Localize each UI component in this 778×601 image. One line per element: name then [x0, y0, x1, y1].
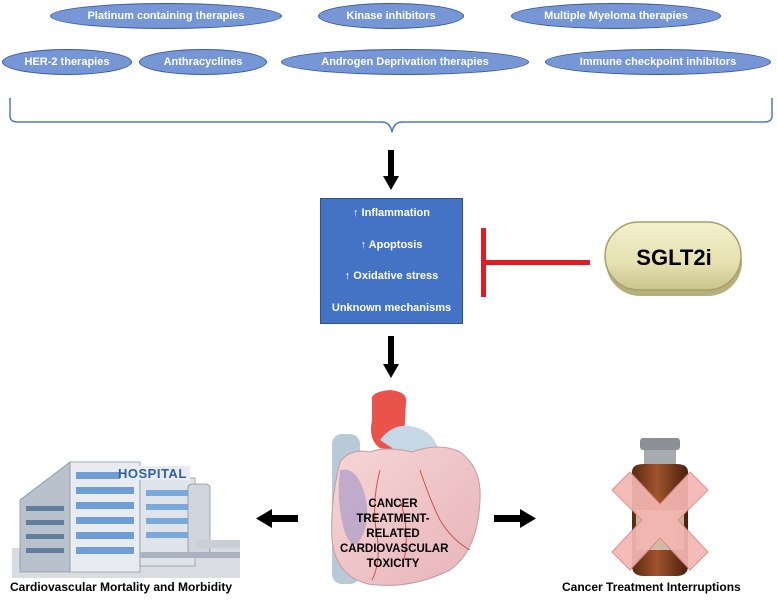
mechanism-inflammation: ↑ Inflammation [352, 207, 430, 219]
hospital-sign: HOSPITAL [118, 466, 187, 481]
heart-label: CANCER TREATMENT- RELATED CARDIOVASCULAR… [340, 497, 449, 572]
arrow-left-to-hospital [256, 509, 298, 528]
mechanism-apoptosis: ↑ Apoptosis [360, 239, 423, 251]
mechanism-unknown: Unknown mechanisms [331, 302, 452, 314]
therapy-anthracyclines: Anthracyclines [139, 49, 267, 75]
arrow-right-to-vial [494, 509, 536, 528]
therapy-kinase-inhibitors: Kinase inhibitors [318, 3, 464, 29]
grouping-bracket [9, 98, 773, 133]
therapy-androgen-deprivation: Androgen Deprivation therapies [281, 49, 529, 75]
heart-label-line: CARDIOVASCULAR [340, 543, 449, 555]
heart-label-line: RELATED [366, 528, 420, 540]
mechanism-oxidative-stress: ↑ Oxidative stress [344, 270, 439, 282]
therapy-immune-checkpoint: Immune checkpoint inhibitors [545, 49, 771, 75]
heart-label-line: TREATMENT- [356, 513, 430, 525]
therapy-platinum: Platinum containing therapies [50, 3, 282, 29]
hospital-icon [12, 461, 240, 578]
outcome-treatment-interruptions: Cancer Treatment Interruptions [562, 580, 741, 594]
outcome-cardiovascular: Cardiovascular Mortality and Morbidity [10, 580, 233, 594]
therapy-her2: HER-2 therapies [2, 49, 132, 75]
mechanisms-box: ↑ Inflammation ↑ Apoptosis ↑ Oxidative s… [320, 198, 463, 324]
heart-label-line: CANCER [368, 498, 418, 510]
heart-icon [331, 390, 481, 586]
sglt2i-label: SGLT2i [636, 245, 712, 270]
sglt2i-pill-icon [604, 221, 742, 296]
inhibition-symbol [481, 228, 590, 297]
cross-icon [611, 471, 709, 571]
heart-label-line: TOXICITY [366, 558, 420, 570]
arrow-down-to-mechanisms [383, 150, 399, 190]
therapy-multiple-myeloma: Multiple Myeloma therapies [511, 3, 721, 29]
arrow-down-to-heart [383, 336, 399, 378]
